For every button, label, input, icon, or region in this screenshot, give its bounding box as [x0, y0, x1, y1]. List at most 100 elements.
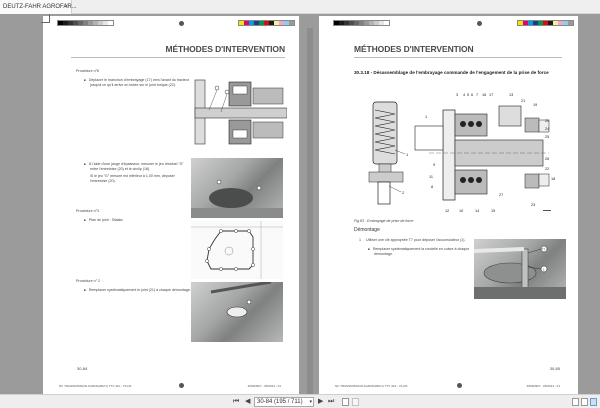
- replace-seal-bullet: Remplacer systématiquement le joint (21)…: [89, 288, 195, 293]
- step-number: 1: [359, 238, 361, 242]
- page-left: MÉTHODES D'INTERVENTION Procédure n°6 Dé…: [41, 14, 299, 394]
- color-swatch: [558, 21, 563, 25]
- color-swatch: [523, 21, 528, 25]
- color-bar: [517, 20, 574, 26]
- svg-text:20: 20: [545, 119, 549, 123]
- procedure-label: Procédure n°6: [76, 69, 100, 73]
- document-tab[interactable]: DEUTZ-FAHR AGROFAR... ×: [0, 0, 77, 14]
- step-bullet: Remplacer systématiquement la rondelle e…: [373, 247, 474, 257]
- page-right: MÉTHODES D'INTERVENTION 30.3.18 - Désass…: [319, 16, 578, 394]
- color-swatch: [379, 21, 384, 25]
- header-rule: [354, 57, 562, 58]
- svg-text:1: 1: [543, 268, 545, 272]
- single-page-view-icon[interactable]: [572, 398, 579, 406]
- tab-title: DEUTZ-FAHR AGROFAR...: [3, 4, 77, 10]
- registration-mark-icon: [179, 383, 184, 388]
- page-number-field[interactable]: 30-84 (195 / 711) ▾: [254, 397, 314, 407]
- measure-note: Si le jeu "G" mesuré est inférieur à 1,0…: [90, 174, 175, 183]
- first-page-button[interactable]: ⏮: [233, 398, 240, 405]
- color-swatch: [269, 21, 274, 25]
- color-swatch: [274, 21, 279, 25]
- svg-text:19: 19: [533, 103, 537, 107]
- pto-clutch-diagram: 1 2: [359, 88, 559, 216]
- svg-text:T7: T7: [542, 248, 546, 252]
- paste-page-icon[interactable]: [352, 398, 359, 406]
- color-swatch: [548, 21, 553, 25]
- two-page-view-icon[interactable]: [581, 398, 588, 406]
- copy-page-icon[interactable]: [342, 398, 349, 406]
- svg-text:14: 14: [475, 209, 479, 213]
- svg-text:5: 5: [467, 93, 469, 97]
- grayscale-bar: [333, 20, 390, 26]
- svg-text:6: 6: [471, 93, 473, 97]
- registration-mark-icon: [179, 21, 184, 26]
- figure-caption: Fig.83 - Embrayage de prise de force: [354, 219, 414, 223]
- svg-text:25: 25: [545, 135, 549, 139]
- color-swatch: [359, 21, 364, 25]
- color-swatch: [93, 21, 98, 25]
- accumulator-removal-photo: T7 1: [474, 239, 566, 299]
- page-gap: [307, 28, 313, 408]
- step-text: Utiliser une clé appropriée T7 pour dépo…: [366, 238, 466, 242]
- close-tab-icon[interactable]: ×: [64, 4, 68, 10]
- color-swatch: [63, 21, 68, 25]
- grayscale-bar: [57, 20, 114, 26]
- color-swatch: [354, 21, 359, 25]
- last-page-button[interactable]: ⏭: [328, 398, 335, 405]
- header-rule: [71, 57, 285, 58]
- color-swatch: [98, 21, 103, 25]
- color-swatch: [349, 21, 354, 25]
- color-swatch: [264, 21, 269, 25]
- color-swatch: [538, 21, 543, 25]
- svg-text:26: 26: [545, 157, 549, 161]
- color-swatch: [518, 21, 523, 25]
- color-swatch: [103, 21, 108, 25]
- document-viewport[interactable]: MÉTHODES D'INTERVENTION Procédure n°6 Dé…: [0, 14, 600, 408]
- color-swatch: [533, 21, 538, 25]
- color-swatch: [543, 21, 548, 25]
- crop-mark: [41, 14, 50, 23]
- feeler-gauge-photo: [191, 158, 283, 218]
- next-page-button[interactable]: ▶: [318, 398, 324, 405]
- svg-text:8: 8: [431, 185, 433, 189]
- color-swatch: [289, 21, 294, 25]
- svg-text:1: 1: [406, 152, 409, 157]
- color-swatch: [568, 21, 573, 25]
- previous-page-button[interactable]: ◀: [245, 398, 251, 405]
- svg-text:24: 24: [545, 127, 549, 131]
- footer-left-text: NC TRANSMISSION AGROFARM G TTV 410 - 70-…: [335, 384, 408, 388]
- color-swatch: [108, 21, 113, 25]
- procedure-bullet: Déplacer le manchon d'embrayage (17) ver…: [89, 78, 190, 88]
- subsection-title: Démontage: [354, 227, 380, 233]
- sealing-plane-diagram: [191, 221, 283, 279]
- sealant-bullet: Plan de joint : Silastic: [89, 218, 190, 223]
- page-header-title: MÉTHODES D'INTERVENTION: [165, 44, 285, 54]
- svg-text:4: 4: [463, 93, 465, 97]
- color-swatch: [244, 21, 249, 25]
- svg-text:13: 13: [509, 93, 513, 97]
- color-swatch: [364, 21, 369, 25]
- procedure-label: Procédure n° 2: [76, 279, 101, 283]
- continuous-view-icon[interactable]: [590, 398, 597, 406]
- svg-text:16: 16: [482, 93, 486, 97]
- footer-left-text: NC TRANSMISSION AGROFARM G TTV 410 - 70-…: [59, 384, 132, 388]
- color-swatch: [58, 21, 63, 25]
- color-swatch: [553, 21, 558, 25]
- page-number: 30-85: [549, 366, 560, 371]
- page-number-value: 30-84 (195 / 711): [257, 399, 303, 405]
- registration-mark-icon: [477, 21, 482, 26]
- svg-text:1: 1: [425, 115, 427, 119]
- footer-right-text: 4054D967 - 05/2013 - 01: [526, 384, 560, 388]
- page-navigation-bar: ⏮ ◀ 30-84 (195 / 711) ▾ ▶ ⏭: [0, 394, 600, 408]
- page-number: 30-84: [77, 366, 88, 371]
- color-swatch: [259, 21, 264, 25]
- chevron-down-icon[interactable]: ▾: [309, 399, 312, 405]
- color-swatch: [369, 21, 374, 25]
- svg-text:11: 11: [429, 175, 433, 179]
- svg-text:3: 3: [456, 93, 458, 97]
- tab-bar: DEUTZ-FAHR AGROFAR... ×: [0, 0, 600, 14]
- svg-text:12: 12: [445, 209, 449, 213]
- svg-text:10: 10: [459, 209, 463, 213]
- color-swatch: [384, 21, 389, 25]
